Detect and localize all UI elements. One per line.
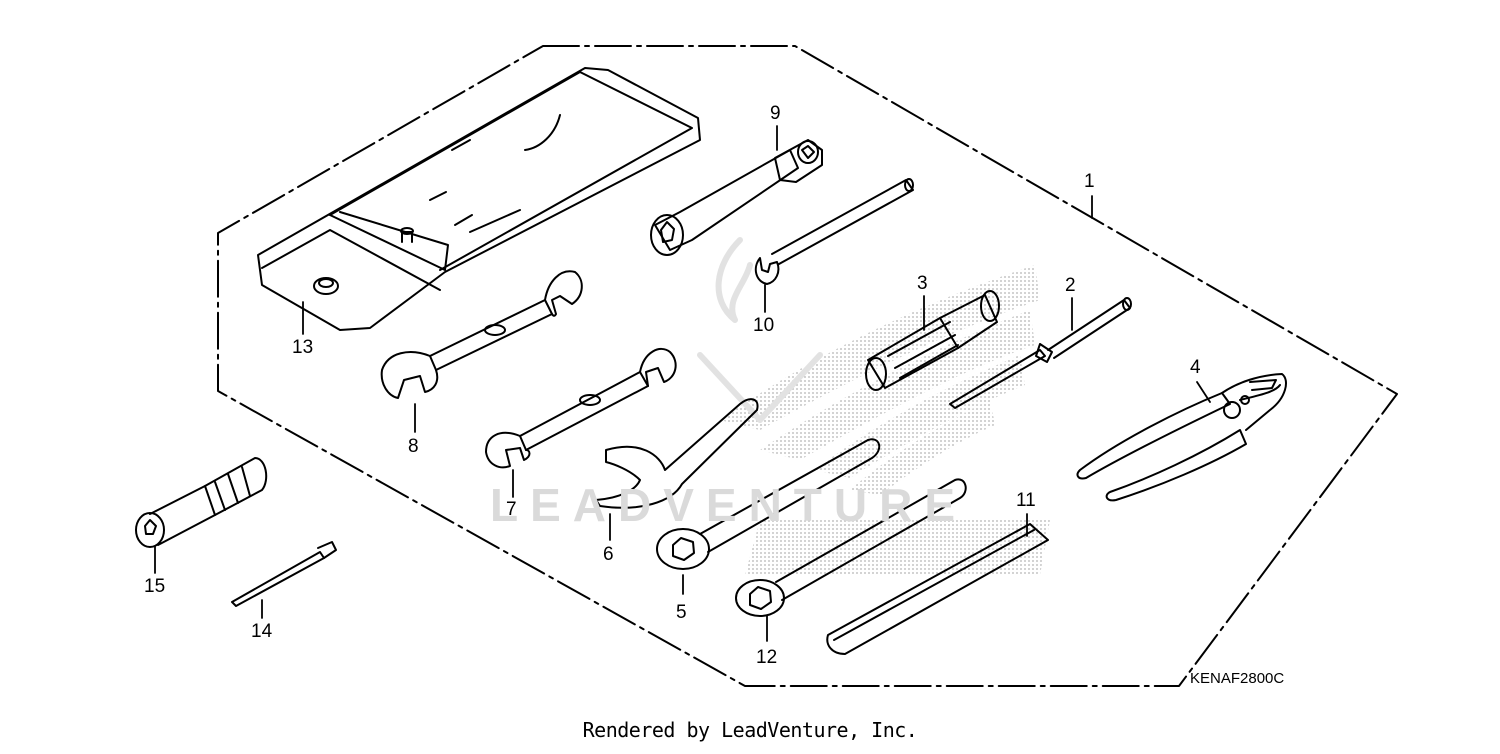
screwdriver-bit-small-drawing [231, 541, 337, 607]
leader-lines [154, 125, 1211, 642]
callout-9[interactable]: 9 [770, 103, 781, 124]
callout-6[interactable]: 6 [603, 544, 614, 565]
callout-7[interactable]: 7 [506, 499, 517, 520]
spark-plug-wrench-drawing [650, 139, 823, 256]
tool-bag-drawing [257, 67, 701, 331]
rendered-by-footer: Rendered by LeadVenture, Inc. [582, 718, 918, 742]
callout-13[interactable]: 13 [292, 337, 314, 358]
callout-10[interactable]: 10 [753, 315, 775, 336]
watermark-wing [720, 265, 1050, 575]
box-wrench-drawing [656, 438, 881, 570]
open-end-wrench-10-drawing [485, 347, 677, 469]
screwdriver-bit-drawing [949, 297, 1132, 409]
callout-8[interactable]: 8 [408, 436, 419, 457]
watermark-text: LEADVENTURE [490, 479, 968, 531]
set-outline [217, 45, 1398, 687]
watermark-logo [697, 237, 823, 423]
callout-5[interactable]: 5 [676, 602, 687, 623]
open-end-wrench-14-drawing [380, 270, 583, 399]
callout-11[interactable]: 11 [1016, 490, 1036, 511]
callout-14[interactable]: 14 [251, 621, 273, 642]
callout-3[interactable]: 3 [917, 273, 928, 294]
callout-12[interactable]: 12 [756, 647, 778, 668]
callout-1[interactable]: 1 [1084, 171, 1095, 192]
pliers-drawing [1076, 373, 1287, 502]
callout-15[interactable]: 15 [144, 576, 166, 597]
callout-4[interactable]: 4 [1190, 357, 1201, 378]
screwdriver-grip-drawing [135, 457, 268, 548]
pin-spanner-drawing [595, 398, 759, 509]
handle-bar-drawing [754, 178, 914, 285]
diagram-code: KENAF2800C [1190, 670, 1285, 687]
grip-sleeve-drawing [826, 523, 1049, 655]
callout-2[interactable]: 2 [1065, 275, 1076, 296]
box-wrench-small-drawing [735, 478, 967, 617]
screwdriver-handle-drawing [865, 290, 1000, 391]
